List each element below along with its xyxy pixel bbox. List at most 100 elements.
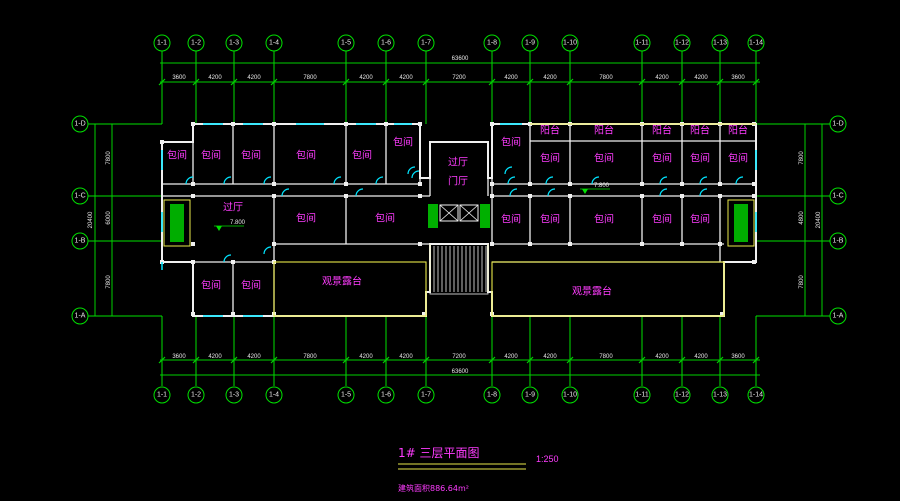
grid-axis-label: 1-B (833, 238, 844, 245)
grid-bubble-bottom (377, 386, 395, 404)
dimension-segment: 7800 (599, 354, 613, 360)
dimension-segment: 4200 (247, 75, 261, 81)
grid-axis-label: 1-10 (563, 392, 577, 399)
grid-axis-label: 1-A (833, 313, 844, 320)
room-label: 包间 (594, 152, 614, 165)
floor-elevation-right: 7.800 (594, 183, 610, 189)
grid-axis-label: 1-C (832, 193, 843, 200)
grid-bubble-left (71, 232, 89, 250)
room-label: 包间 (393, 136, 413, 149)
grid-axis-label: 1-10 (563, 40, 577, 47)
central-stair (429, 243, 489, 295)
grid-bubble-bottom (673, 386, 691, 404)
room-label: 过厅 (223, 201, 243, 214)
room-label: 包间 (296, 212, 316, 225)
dimension-segment: 7800 (599, 75, 613, 81)
grid-axis-label: 1-C (74, 193, 85, 200)
dimension-segment: 4200 (655, 75, 669, 81)
room-label: 包间 (652, 213, 672, 226)
room-label: 包间 (241, 279, 261, 292)
dimension-segment: 4200 (504, 75, 518, 81)
grid-bubble-bottom (633, 386, 651, 404)
dimension-segment: 4200 (359, 354, 373, 360)
grid-axis-label: 1-2 (191, 392, 201, 399)
drawing-title: 1# 三层平面图 (398, 446, 480, 460)
grid-axis-label: 1-14 (749, 40, 763, 47)
room-label: 包间 (501, 213, 521, 226)
grid-axis-label: 1-3 (229, 40, 239, 47)
grid-axis-label: 1-14 (749, 392, 763, 399)
room-label: 包间 (540, 152, 560, 165)
room-label: 过厅 (448, 156, 468, 169)
floor-elevation-left: 7.800 (230, 220, 246, 226)
dimension-segment: 4200 (694, 75, 708, 81)
grid-bubble-bottom (521, 386, 539, 404)
grid-axis-label: 1-3 (229, 392, 239, 399)
room-label: 包间 (690, 213, 710, 226)
grid-axis-label: 1-7 (421, 40, 431, 47)
dimension-segment: 4200 (543, 75, 557, 81)
dimension-segment: 4200 (399, 75, 413, 81)
right-dim-3: 7800 (799, 275, 805, 289)
grid-bubble-bottom (417, 386, 435, 404)
grid-bubble-left (71, 115, 89, 133)
grid-axis-label: 1-13 (713, 40, 727, 47)
grid-bubble-top (153, 34, 171, 52)
room-label: 包间 (241, 149, 261, 162)
grid-axis-label: 1-D (832, 121, 843, 128)
right-dim-2: 4800 (799, 211, 805, 225)
room-label: 包间 (728, 152, 748, 165)
room-label: 包间 (352, 149, 372, 162)
grid-axis-label: 1-9 (525, 392, 535, 399)
room-label: 包间 (540, 213, 560, 226)
grid-axis-label: 1-11 (635, 392, 649, 399)
room-label: 观景露台 (572, 285, 612, 298)
top-total-dimension: 63600 (452, 56, 469, 62)
grid-axis-label: 1-1 (157, 392, 167, 399)
grid-bubble-top (521, 34, 539, 52)
grid-bubble-bottom (483, 386, 501, 404)
right-dimension-chain: 20400 7800 4800 7800 (799, 124, 823, 316)
grid-axis-label: 1-12 (675, 40, 689, 47)
grid-bubble-left (71, 307, 89, 325)
vertical-grid-lines: 1-11-11-21-21-31-31-41-41-51-51-61-61-71… (153, 34, 765, 404)
left-dimension-chain: 20400 7800 6000 7800 (88, 124, 113, 316)
left-dim-1: 7800 (106, 151, 112, 165)
grid-axis-label: 1-5 (341, 392, 351, 399)
grid-bubble-bottom (265, 386, 283, 404)
room-label: 包间 (167, 149, 187, 162)
room-label: 阳台 (594, 124, 614, 137)
grid-bubble-top (711, 34, 729, 52)
grid-bubble-top (633, 34, 651, 52)
building-area: 建筑面积886.64m² (398, 483, 469, 493)
grid-axis-label: 1-8 (487, 392, 497, 399)
dimension-segment: 4200 (208, 75, 222, 81)
dimension-segment: 7800 (303, 75, 317, 81)
room-label: 观景露台 (322, 275, 362, 288)
balcony-edges (273, 123, 756, 317)
room-label: 阳台 (540, 124, 560, 137)
room-label: 阳台 (690, 124, 710, 137)
grid-bubble-right (829, 307, 847, 325)
room-label: 包间 (201, 279, 221, 292)
grid-axis-label: 1-2 (191, 40, 201, 47)
stair-left (163, 199, 191, 247)
right-total-dimension: 20400 (816, 211, 822, 228)
stair-right (727, 199, 755, 247)
grid-bubble-top (225, 34, 243, 52)
title-block: 1# 三层平面图 1:250 建筑面积886.64m² (398, 446, 559, 493)
room-label: 阳台 (652, 124, 672, 137)
grid-axis-label: 1-9 (525, 40, 535, 47)
dimension-segment: 4200 (694, 354, 708, 360)
grid-bubble-top (483, 34, 501, 52)
dimension-segment: 4200 (208, 354, 222, 360)
grid-bubble-top (265, 34, 283, 52)
room-label: 包间 (501, 136, 521, 149)
room-label: 阳台 (728, 124, 748, 137)
room-label: 包间 (690, 152, 710, 165)
grid-bubble-bottom (337, 386, 355, 404)
